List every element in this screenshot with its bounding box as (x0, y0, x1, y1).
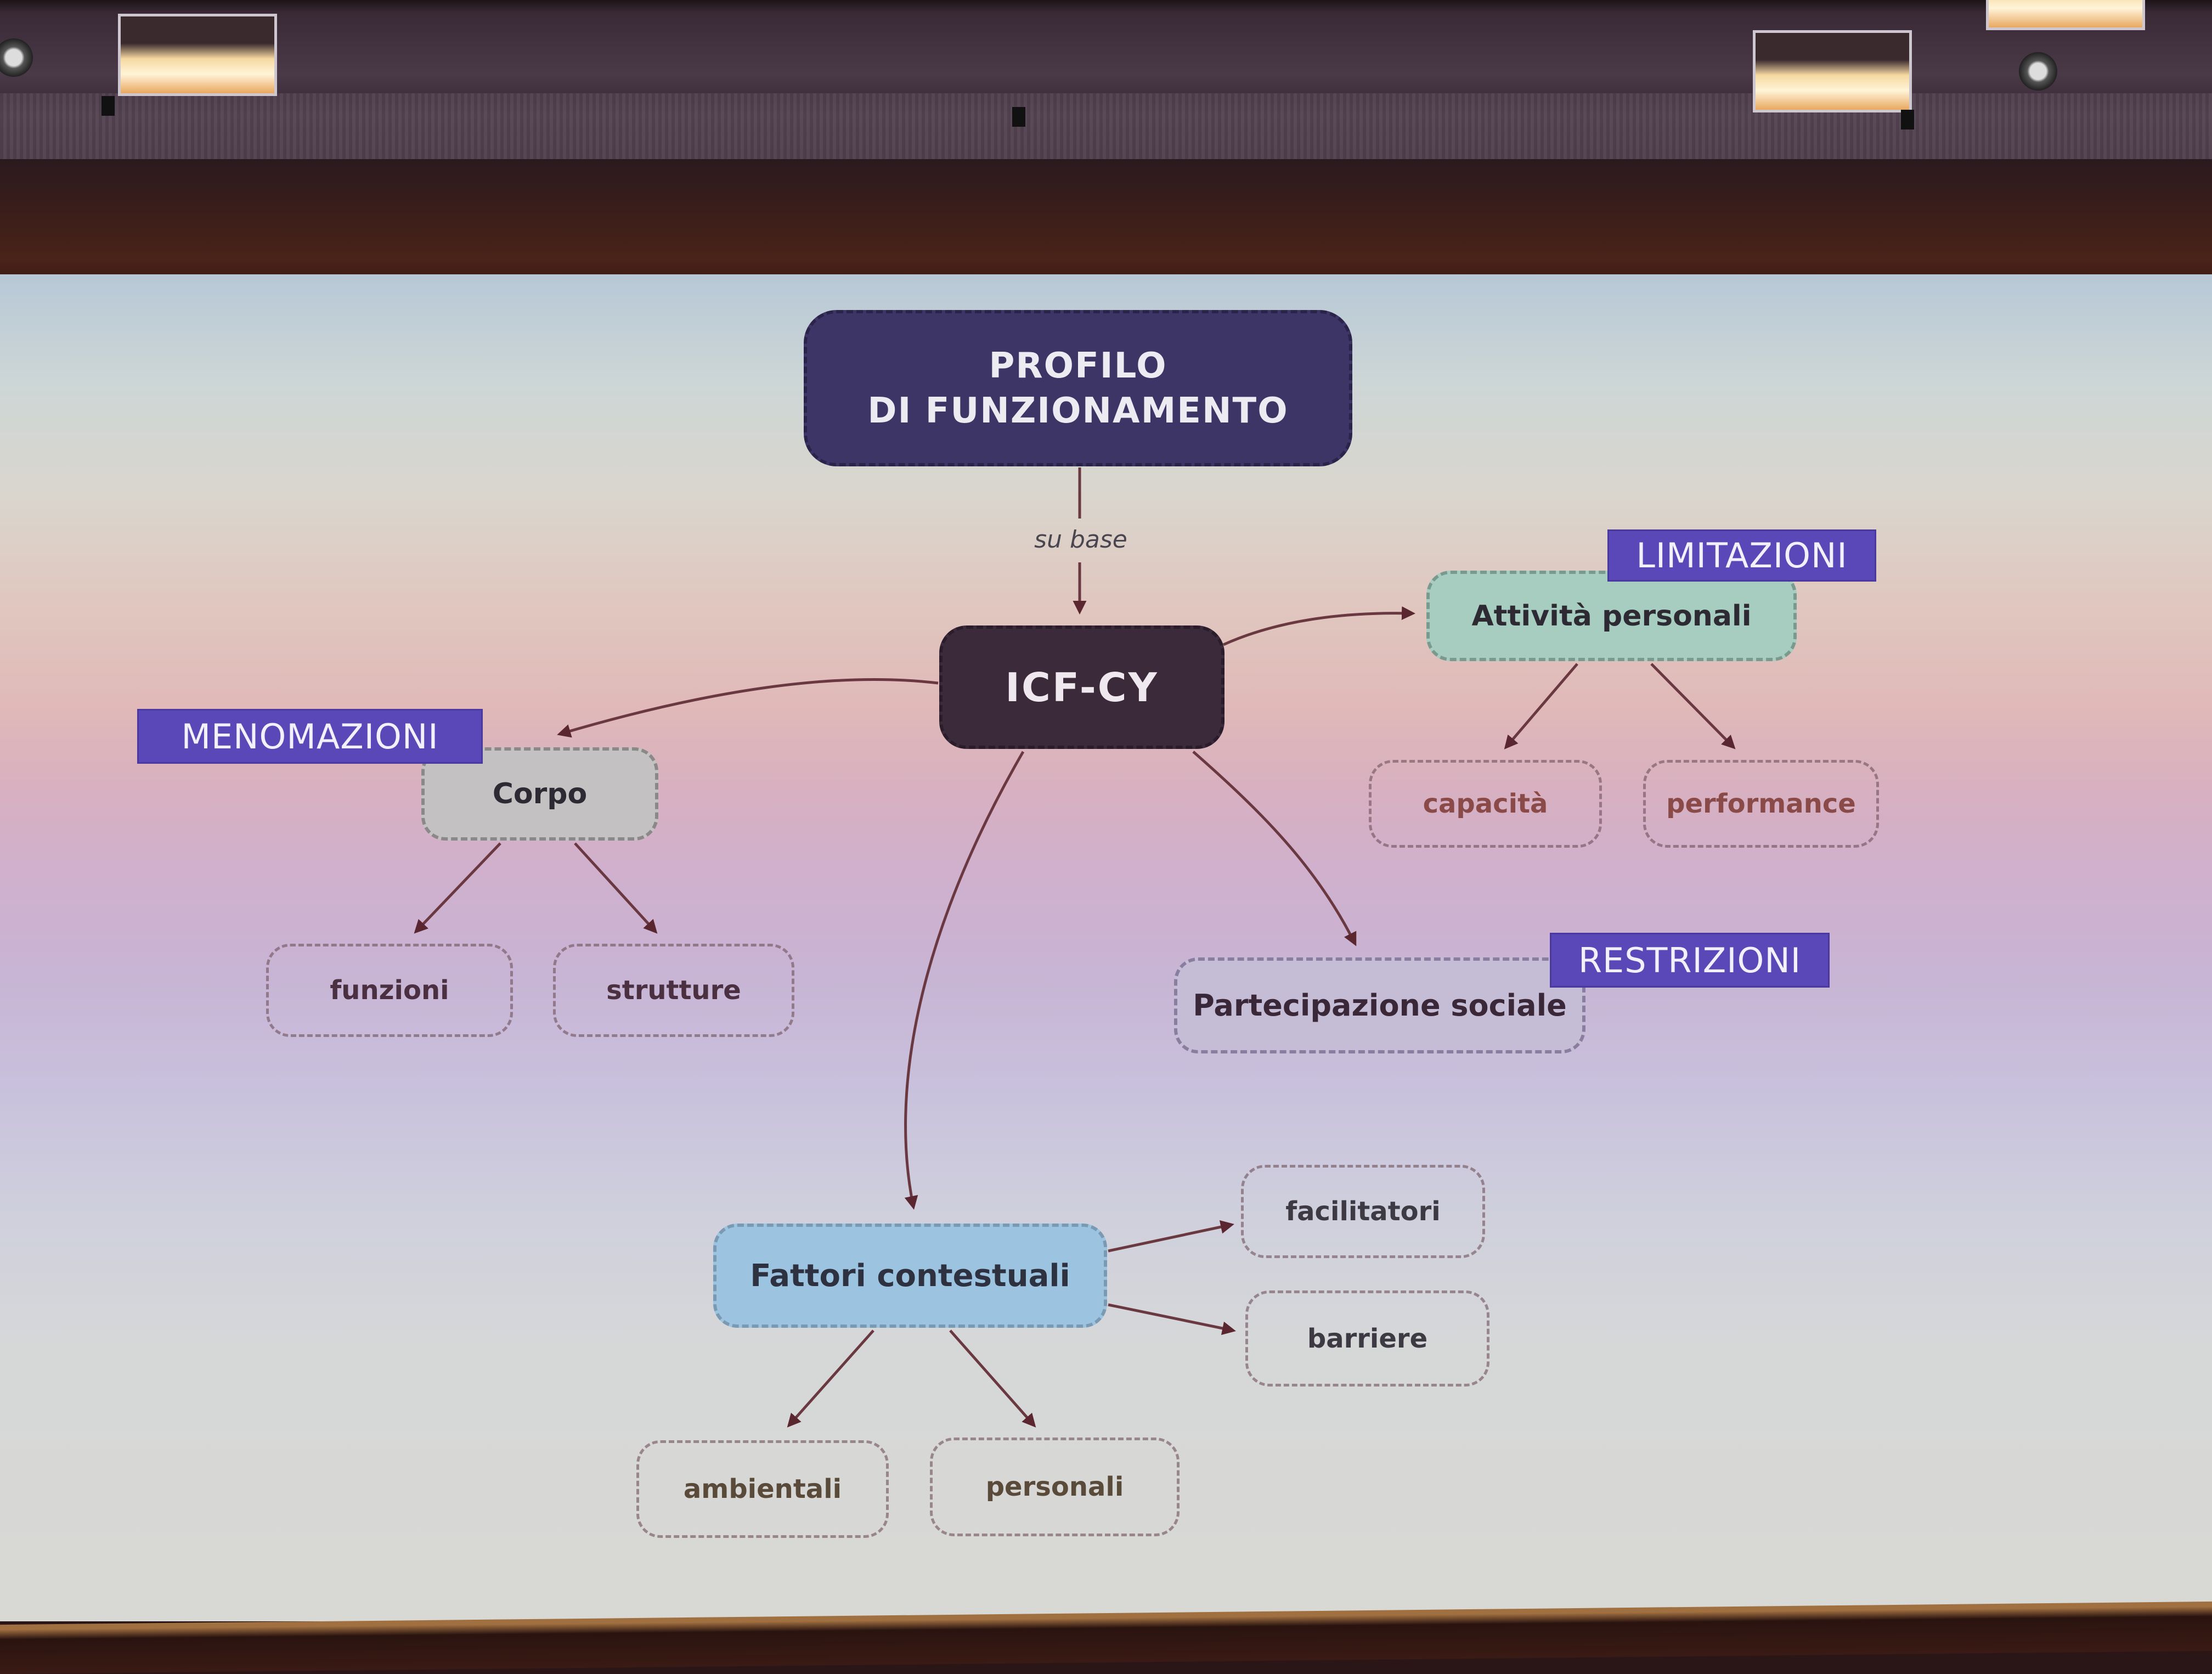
edge-label-su-base: su base (1034, 526, 1127, 554)
node-label: personali (985, 1472, 1124, 1502)
node-personali: personali (930, 1438, 1180, 1536)
node-ambientali: ambientali (636, 1440, 889, 1538)
node-partecipazione-sociale: Partecipazione sociale (1174, 957, 1585, 1053)
tag-menomazioni: MENOMAZIONI (137, 709, 483, 764)
node-label: PROFILO (989, 345, 1167, 386)
ceiling-light (1753, 30, 1912, 112)
projection-screen (0, 274, 2212, 1621)
ceiling-speaker (0, 38, 33, 77)
wall-above-screen (0, 159, 2212, 285)
node-label: ICF-CY (1005, 664, 1159, 711)
tag-limitazioni: LIMITAZIONI (1607, 529, 1876, 582)
ceiling-mount (1012, 107, 1025, 127)
node-fattori-contestuali: Fattori contestuali (713, 1224, 1107, 1328)
node-label: facilitatori (1285, 1196, 1441, 1227)
node-label: DI FUNZIONAMENTO (867, 390, 1289, 431)
ceiling-light (118, 14, 277, 96)
node-capacita: capacità (1369, 760, 1602, 848)
node-label: ambientali (683, 1474, 842, 1504)
tag-restrizioni: RESTRIZIONI (1550, 933, 1830, 988)
node-label: capacità (1423, 788, 1548, 819)
node-label: Fattori contestuali (750, 1258, 1070, 1294)
node-strutture: strutture (553, 944, 794, 1037)
node-attivita-personali: Attività personali (1426, 571, 1797, 661)
ceiling-speaker (2019, 52, 2057, 91)
node-funzioni: funzioni (266, 944, 513, 1037)
node-label: strutture (606, 975, 741, 1006)
node-label: Attività personali (1471, 599, 1752, 633)
node-label: Partecipazione sociale (1193, 988, 1567, 1023)
ceiling-light (1986, 0, 2145, 30)
ceiling-mount (1901, 110, 1914, 129)
node-facilitatori: facilitatori (1241, 1165, 1485, 1258)
node-icf-cy: ICF-CY (939, 625, 1224, 749)
node-label: barriere (1307, 1323, 1428, 1354)
ceiling-mount (101, 96, 115, 116)
node-barriere: barriere (1245, 1290, 1489, 1386)
node-label: funzioni (330, 975, 449, 1006)
node-performance: performance (1643, 760, 1879, 848)
node-label: Corpo (492, 777, 588, 810)
node-label: performance (1666, 788, 1856, 819)
node-profilo-di-funzionamento: PROFILO DI FUNZIONAMENTO (804, 310, 1352, 466)
